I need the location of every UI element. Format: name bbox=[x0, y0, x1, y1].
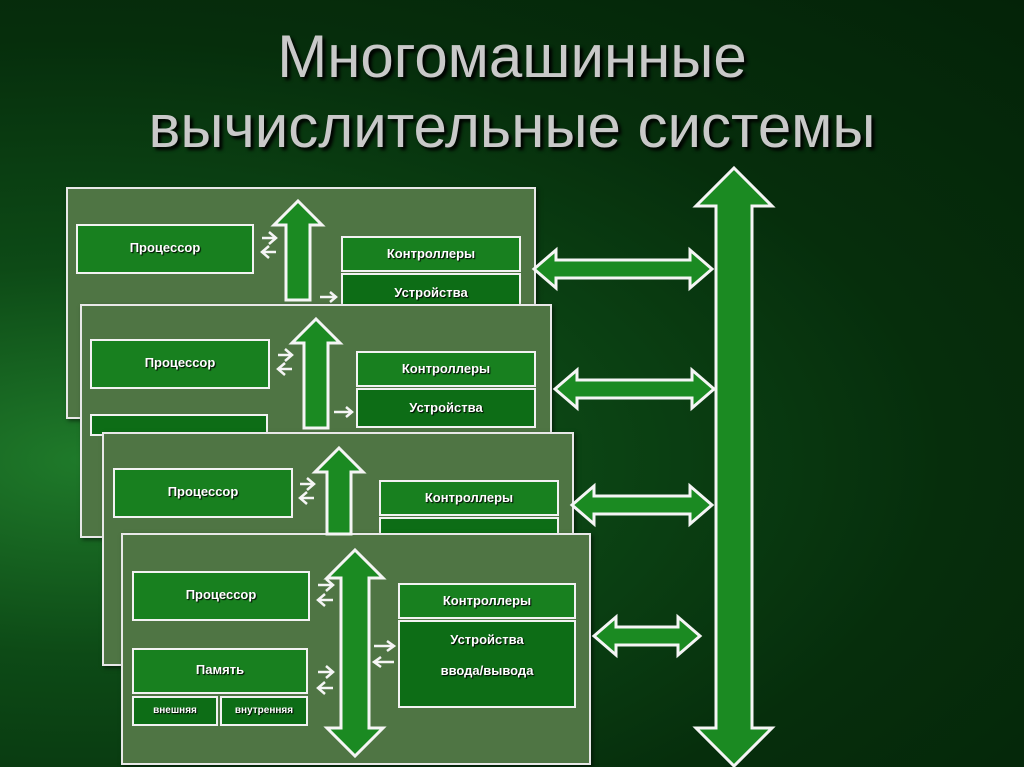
devices-box-4: Устройства ввода/вывода bbox=[398, 620, 576, 708]
system-bus-arrow bbox=[692, 165, 776, 767]
link-arrow-1 bbox=[531, 246, 715, 292]
title-line-1: Многомашинные bbox=[277, 23, 747, 90]
controllers-label-2: Контроллеры bbox=[401, 361, 491, 376]
memory-internal-box: внутренняя bbox=[220, 696, 308, 726]
processor-label-4: Процессор bbox=[185, 587, 257, 602]
controllers-label-4: Контроллеры bbox=[442, 593, 532, 608]
devices-label-1: Устройства bbox=[394, 285, 468, 300]
controllers-box-4: Контроллеры bbox=[398, 583, 576, 619]
internal-bus-arrow-1 bbox=[270, 198, 326, 302]
controllers-box-2: Контроллеры bbox=[356, 351, 536, 387]
processor-box-2: Процессор bbox=[90, 339, 270, 389]
devices-box-2: Устройства bbox=[356, 388, 536, 428]
controllers-label-1: Контроллеры bbox=[386, 246, 476, 261]
link-arrow-4 bbox=[591, 613, 703, 659]
small-connector-arrows bbox=[260, 231, 397, 695]
memory-label-4: Память bbox=[195, 662, 245, 677]
processor-box-4: Процессор bbox=[132, 571, 310, 621]
link-arrow-3 bbox=[569, 482, 715, 528]
memory-external-box: внешняя bbox=[132, 696, 218, 726]
memory-external-label: внешняя bbox=[153, 705, 197, 716]
link-arrow-2 bbox=[552, 366, 717, 412]
devices-label-2: Устройства bbox=[409, 400, 483, 415]
processor-label-2: Процессор bbox=[144, 355, 216, 370]
memory-box-4: Память bbox=[132, 648, 308, 694]
controllers-label-3: Контроллеры bbox=[424, 490, 514, 505]
memory-internal-label: внутренняя bbox=[234, 705, 294, 716]
slide-title: Многомашинные вычислительные системы bbox=[0, 22, 1024, 162]
devices-label-4-line2: ввода/вывода bbox=[440, 663, 534, 678]
processor-label-1: Процессор bbox=[129, 240, 201, 255]
internal-bus-arrow-3 bbox=[311, 445, 367, 536]
processor-box-1: Процессор bbox=[76, 224, 254, 274]
controllers-box-1: Контроллеры bbox=[341, 236, 521, 272]
devices-label-4: Устройства bbox=[450, 632, 524, 647]
processor-box-3: Процессор bbox=[113, 468, 293, 518]
controllers-box-3: Контроллеры bbox=[379, 480, 559, 516]
title-line-2: вычислительные системы bbox=[148, 93, 876, 160]
internal-bus-arrow-4 bbox=[323, 547, 387, 759]
internal-bus-arrow-2 bbox=[288, 316, 344, 430]
processor-label-3: Процессор bbox=[167, 484, 239, 499]
